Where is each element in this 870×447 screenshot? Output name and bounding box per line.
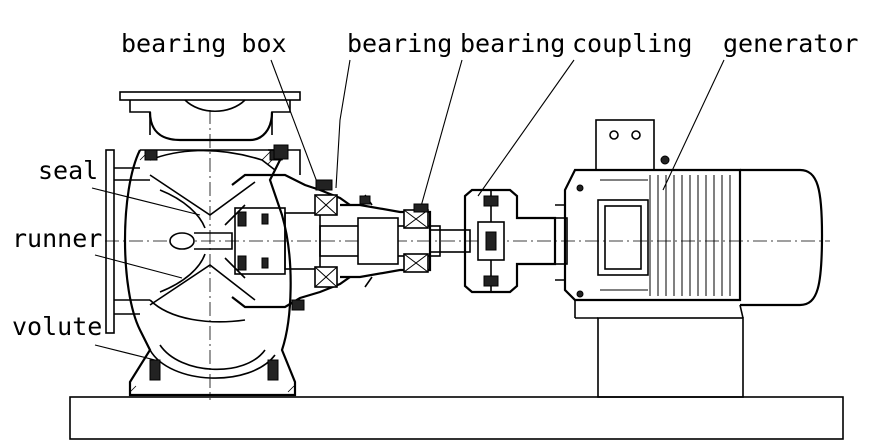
label-volute: volute bbox=[12, 312, 102, 341]
leader-generator bbox=[662, 59, 725, 191]
base-plate bbox=[69, 396, 844, 440]
label-bearing-box: bearing box bbox=[121, 29, 287, 58]
generator-motor bbox=[554, 119, 824, 398]
shaft-housing bbox=[319, 194, 471, 288]
leader-seal bbox=[91, 187, 201, 216]
label-runner: runner bbox=[12, 224, 102, 253]
leader-coupling bbox=[477, 59, 575, 197]
leader-bearing-box bbox=[270, 59, 321, 191]
label-generator: generator bbox=[723, 29, 858, 58]
label-bearing-1: bearing bbox=[347, 29, 452, 58]
pump-casing bbox=[105, 91, 301, 397]
leader-bearing-1 bbox=[335, 59, 351, 189]
label-coupling: coupling bbox=[572, 29, 692, 58]
leader-bearing-2 bbox=[419, 59, 463, 211]
runner-impeller bbox=[149, 174, 256, 306]
label-bearing-2: bearing bbox=[460, 29, 565, 58]
leader-lines bbox=[91, 59, 725, 361]
label-seal: seal bbox=[38, 156, 98, 185]
leader-runner bbox=[94, 254, 183, 279]
bearing-box-housing bbox=[231, 144, 351, 311]
